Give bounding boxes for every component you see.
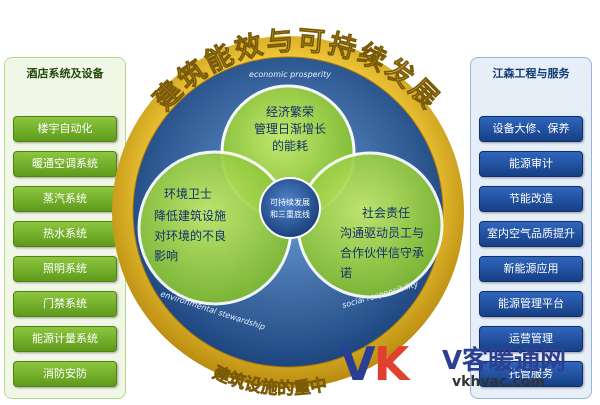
hub-line1: 可持续发展 [270,197,310,207]
right-panel-title: 江森工程与服务 [492,67,570,80]
watermark-url: vkhvac.com [452,374,546,390]
venn-circle-right [296,151,444,299]
right-item-retrofit[interactable]: 节能改造 [479,186,583,212]
left-item-fire-security[interactable]: 消防安防 [13,361,117,387]
left-item-lighting[interactable]: 照明系统 [13,256,117,282]
left-line2: 降低建筑设施 [154,208,226,223]
right-item-energy-audit[interactable]: 能源审计 [479,151,583,177]
left-panel: 酒店系统及设备 楼宇自动化 暖通空调系统 蒸汽系统 热水系统 照明系统 门禁系统… [4,57,126,399]
left-item-access-control[interactable]: 门禁系统 [13,291,117,317]
top-line1: 经济繁荣 [266,104,314,119]
right-item-iaq[interactable]: 室内空气品质提升 [479,221,583,247]
watermark: VK V客暖通网 vkhvac.com [340,338,596,398]
right-item-managed-service[interactable]: 托管服务 [479,361,583,387]
center-hub [259,177,321,239]
top-line3: 的能耗 [272,138,308,153]
right-item-overhaul[interactable]: 设备大修、保养 [479,116,583,142]
right-line2: 沟通驱动员工与 [340,226,424,240]
watermark-site-name: V客暖通网 [442,346,567,376]
right-line3: 合作伙伴信守承 [340,245,424,260]
hub-line2: 和三重底线 [270,209,310,219]
right-item-energy-platform[interactable]: 能源管理平台 [479,291,583,317]
left-panel-title: 酒店系统及设备 [26,67,104,80]
left-item-steam[interactable]: 蒸汽系统 [13,186,117,212]
label-economic-prosperity: economic prosperity [249,70,331,79]
left-line4: 影响 [154,248,178,263]
left-line3: 对环境的不良 [154,228,226,243]
right-line1: 社会责任 [362,205,410,220]
right-line4: 诺 [340,266,352,280]
left-item-energy-metering[interactable]: 能源计量系统 [13,326,117,352]
left-item-building-automation[interactable]: 楼宇自动化 [13,116,117,142]
right-item-new-energy[interactable]: 新能源应用 [479,256,583,282]
watermark-logo: VK [340,337,409,391]
right-panel: 江森工程与服务 设备大修、保养 能源审计 节能改造 室内空气品质提升 新能源应用… [470,57,592,399]
left-line1: 环境卫士 [164,186,212,201]
top-line2: 管理日渐增长 [254,121,326,136]
left-item-hvac[interactable]: 暖通空调系统 [13,151,117,177]
right-item-operations[interactable]: 运营管理 [479,326,583,352]
left-item-hot-water[interactable]: 热水系统 [13,221,117,247]
